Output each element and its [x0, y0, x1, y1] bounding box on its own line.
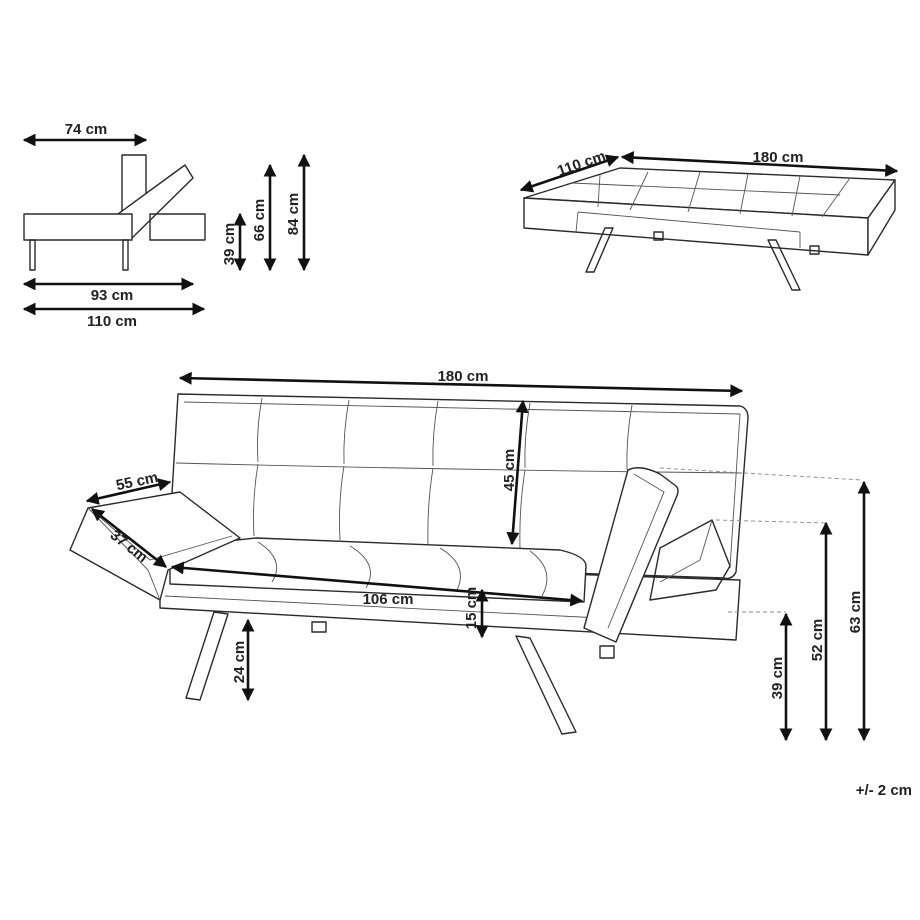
front-view-dimensions — [85, 371, 871, 742]
side-seat-height-label: 39 cm — [221, 223, 238, 266]
front-back-height-label: 45 cm — [501, 449, 518, 492]
front-seat-thickness-label: 15 cm — [463, 587, 480, 630]
front-leg-height-label: 24 cm — [231, 641, 248, 684]
front-view-drawing — [69, 393, 749, 735]
bed-length-label: 180 cm — [753, 149, 804, 166]
side-depth-110-label: 110 cm — [87, 313, 137, 330]
front-seat-height-label: 39 cm — [769, 657, 786, 700]
front-view-ghost-lines — [659, 467, 863, 613]
side-upright-height-label: 84 cm — [285, 193, 302, 236]
front-total-width-label: 180 cm — [438, 368, 489, 385]
bed-view-dimensions — [519, 151, 899, 193]
front-seat-width-label: 106 cm — [363, 591, 414, 608]
front-total-height-label: 63 cm — [847, 591, 864, 634]
side-depth-top-label: 74 cm — [65, 121, 108, 138]
side-depth-93-label: 93 cm — [91, 287, 134, 304]
side-view-drawing — [23, 154, 206, 271]
side-angled-height-label: 66 cm — [251, 199, 268, 242]
bed-view-drawing — [523, 167, 896, 291]
side-view-dimensions — [22, 133, 311, 316]
front-armrest-height-label: 52 cm — [809, 619, 826, 662]
tolerance-note: +/- 2 cm — [856, 782, 912, 799]
